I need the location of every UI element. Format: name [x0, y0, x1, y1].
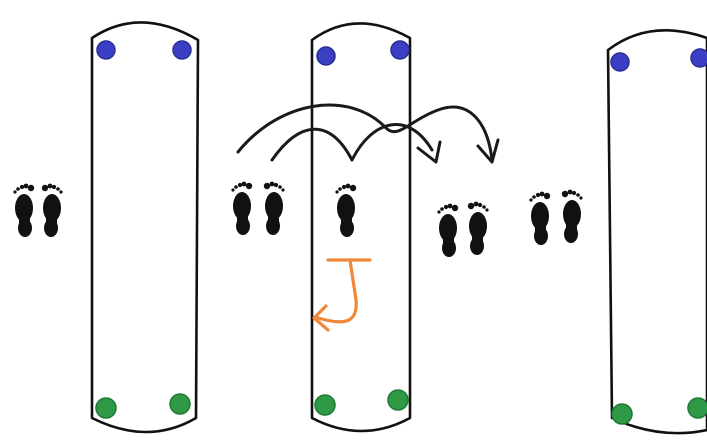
panel-3: [608, 30, 707, 433]
green-marker-dot: [688, 398, 707, 418]
panel-outline: [312, 23, 410, 431]
green-marker-dot: [388, 390, 408, 410]
blue-marker-dot: [611, 53, 629, 71]
left-footprint-icon: [13, 184, 34, 237]
left-footprint-icon: [529, 192, 550, 245]
blue-marker-dot: [317, 47, 335, 65]
right-footprint-icon: [264, 182, 285, 235]
green-marker-dot: [315, 395, 335, 415]
left-footprint-icon: [231, 182, 252, 235]
right-footprint-icon: [468, 202, 489, 255]
right-footprint-icon: [42, 184, 63, 237]
green-marker-dot: [96, 398, 116, 418]
green-marker-dot: [612, 404, 632, 424]
footprints-right: [529, 190, 582, 245]
blue-marker-dot: [173, 41, 191, 59]
green-marker-dot: [170, 394, 190, 414]
footprints-left: [13, 184, 62, 237]
panel-outline: [92, 22, 198, 432]
panel-outline: [608, 30, 707, 433]
blue-marker-dot: [391, 41, 409, 59]
blue-marker-dot: [691, 49, 707, 67]
right-footprint-icon: [562, 190, 583, 243]
footprints-landing: [437, 202, 488, 257]
panel-2: [312, 23, 410, 431]
left-footprint-icon: [437, 204, 458, 257]
panel-1: [92, 22, 198, 432]
blue-marker-dot: [97, 41, 115, 59]
footprints-start: [231, 182, 284, 235]
